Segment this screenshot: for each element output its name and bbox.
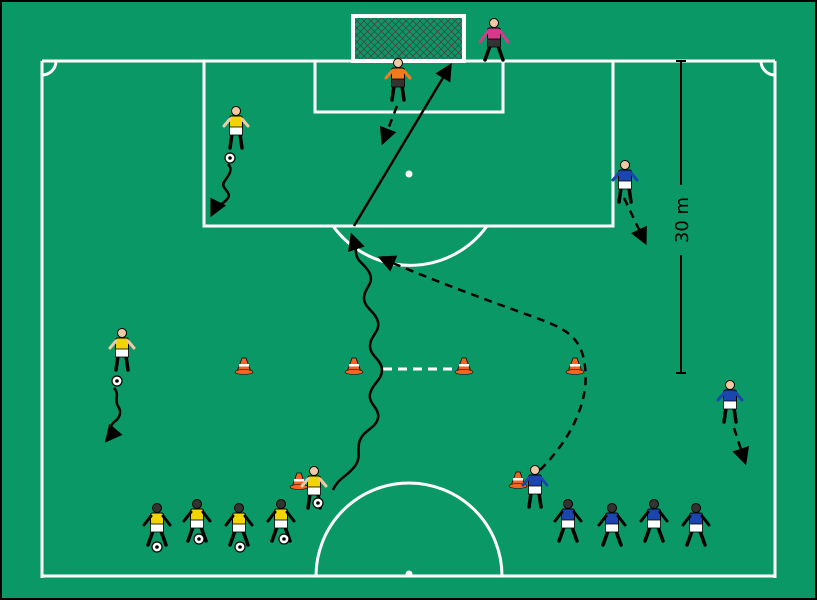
- dribble-path-left-mid: [104, 387, 123, 443]
- center-circle-arc: [314, 481, 504, 577]
- center-spot: [405, 570, 413, 578]
- player-figure-yellow: [224, 503, 254, 547]
- player-figure-yellow: [182, 499, 212, 543]
- corner-arc-right: [759, 60, 776, 77]
- distance-marker: 30 m: [671, 60, 693, 374]
- player-figure-blue: [597, 503, 627, 547]
- player-figure-yellow: [266, 499, 296, 543]
- player-figure-yellow: [142, 503, 172, 547]
- player-figure-blue: [521, 465, 549, 509]
- player-figure-yellow: [300, 466, 328, 510]
- ball-icon: [278, 533, 290, 545]
- player-figure-goalkeeper: [478, 18, 510, 62]
- dribble-path-left-top: [210, 163, 232, 218]
- movement-paths: [104, 62, 750, 491]
- player-figure-blue: [716, 380, 744, 424]
- players: [108, 18, 744, 553]
- player-figure-blue: [553, 499, 583, 543]
- cone-icon: [565, 357, 585, 375]
- ball-icon: [224, 152, 236, 164]
- cone-icon: [234, 357, 254, 375]
- run-path-blue: [377, 255, 587, 471]
- goal-net-icon: [351, 14, 466, 63]
- ball-icon: [234, 541, 246, 553]
- player-figure-blue: [611, 160, 639, 204]
- ball-icon: [193, 533, 205, 545]
- ball-icon: [312, 497, 324, 509]
- ball-icon: [111, 375, 123, 387]
- corner-arc-left: [41, 60, 58, 77]
- player-figure-blue: [639, 499, 669, 543]
- dribble-path-main: [331, 232, 384, 491]
- penalty-spot: [405, 170, 413, 178]
- player-figure-blue: [681, 503, 711, 547]
- player-figure-orange: [384, 58, 412, 102]
- player-figure-yellow: [108, 328, 136, 372]
- distance-label: 30 m: [672, 197, 693, 243]
- defender-run-path-right: [732, 427, 750, 466]
- ball-icon: [151, 541, 163, 553]
- cone-icon: [454, 357, 474, 375]
- shot-path: [352, 62, 452, 227]
- cone-icon: [344, 357, 364, 375]
- keeper-step-path: [379, 105, 399, 146]
- player-figure-yellow: [222, 106, 250, 150]
